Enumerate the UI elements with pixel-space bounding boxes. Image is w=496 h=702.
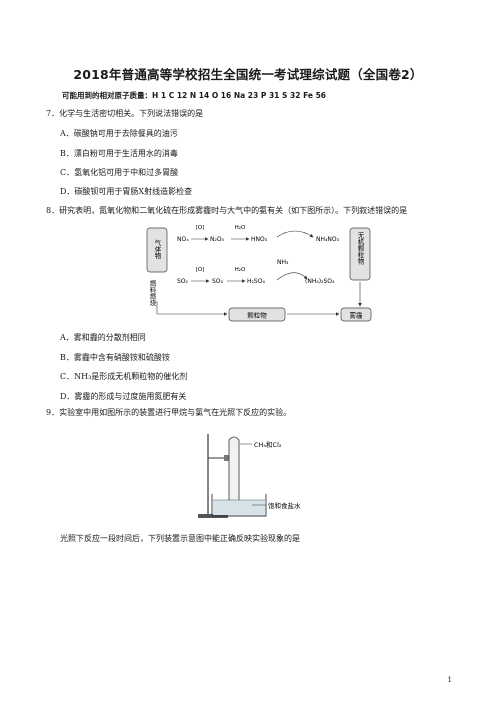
haze-label: 雾霾 bbox=[350, 312, 364, 320]
nox-formula: NOₓ bbox=[177, 236, 189, 243]
question-8-option-d: D．雾霾的形成与过度施用氮肥有关 bbox=[60, 392, 187, 401]
question-8-stem: 8．研究表明，氮氧化物和二氧化硫在形成雾霾时与大气中的氨有关（如下图所示）。下列… bbox=[46, 206, 408, 215]
atomic-mass-note: 可能用到的相对原子质量：H 1 C 12 N 14 O 16 Na 23 P 3… bbox=[62, 91, 327, 100]
particulate-box bbox=[228, 307, 286, 322]
so3-formula: SO₃ bbox=[212, 278, 224, 285]
question-9-stem: 9．实验室中用如图所示的装置进行甲烷与氯气在光照下反应的实验。 bbox=[46, 408, 292, 417]
gas-box bbox=[146, 227, 168, 273]
arrow-h2so4-nh4so4 bbox=[276, 272, 308, 281]
question-7-option-a: A．碳酸钠可用于去除餐具的油污 bbox=[60, 129, 178, 138]
clamp bbox=[224, 455, 230, 461]
oxidation-label-1: [O] bbox=[196, 225, 205, 231]
test-tube bbox=[228, 436, 240, 511]
inorganic-particulate-box bbox=[349, 227, 371, 281]
methane-chlorine-apparatus: CH₄和Cl₂ 饱和食盐水 bbox=[198, 434, 301, 518]
haze-box bbox=[340, 307, 372, 322]
ch4-cl2-label: CH₄和Cl₂ bbox=[254, 440, 282, 449]
oxidation-label-2: [O] bbox=[196, 267, 205, 273]
page-title: 2018年普通高等学校招生全国统一考试理综试题（全国卷2） bbox=[73, 67, 423, 82]
question-9-followup: 光照下反应一段时间后，下列装置示意图中能正确反映实验现象的是 bbox=[60, 534, 300, 543]
question-8-option-a: A．雾和霾的分散剂相同 bbox=[60, 333, 146, 342]
inorganic-particulate-label: 无机颗粒物 bbox=[356, 232, 364, 266]
question-8-option-c: C．NH₃是形成无机颗粒物的催化剂 bbox=[60, 372, 188, 381]
saturated-salt-water-label: 饱和食盐水 bbox=[268, 501, 301, 510]
nh4no3-formula: NH₄NO₃ bbox=[316, 236, 340, 243]
question-7-stem: 7．化学与生活密切相关。下列说法错误的是 bbox=[46, 109, 204, 118]
arrow-fuel-particulate bbox=[156, 301, 228, 316]
particulate-label: 颗粒物 bbox=[247, 311, 267, 320]
question-7-option-c: C．氢氧化铝可用于中和过多胃酸 bbox=[60, 168, 179, 177]
question-7-option-d: D．碳酸钡可用于胃肠X射线造影检查 bbox=[60, 187, 193, 196]
so2-formula: SO₂ bbox=[177, 278, 189, 285]
n2o5-formula: N₂O₅ bbox=[210, 236, 225, 243]
water-label-2: H₂O bbox=[235, 267, 246, 273]
saline-water bbox=[213, 500, 265, 515]
nh4so4-formula: (NH₄)₂SO₄ bbox=[305, 278, 335, 285]
page-number: 1 bbox=[447, 676, 452, 684]
gas-label: 气体物 bbox=[153, 238, 161, 260]
water-label-1: H₂O bbox=[235, 225, 246, 231]
h2so4-formula: H₂SO₄ bbox=[247, 278, 265, 285]
question-8-option-b: B．雾霾中含有硝酸铵和硫酸铵 bbox=[60, 353, 170, 362]
question-7-option-b: B．漂白粉可用于生活用水的消毒 bbox=[60, 149, 178, 158]
fuel-combustion-label: 燃料燃烧 bbox=[148, 279, 156, 308]
hno3-formula: HNO₃ bbox=[251, 236, 268, 243]
arrow-hno3-nh4no3 bbox=[276, 230, 314, 238]
haze-formation-diagram: 气体物 燃料燃烧 无机颗粒物 颗粒物 雾霾 [O] H₂O NOₓ N₂O₅ H… bbox=[146, 225, 372, 322]
nh3-formula: NH₃ bbox=[277, 259, 289, 266]
